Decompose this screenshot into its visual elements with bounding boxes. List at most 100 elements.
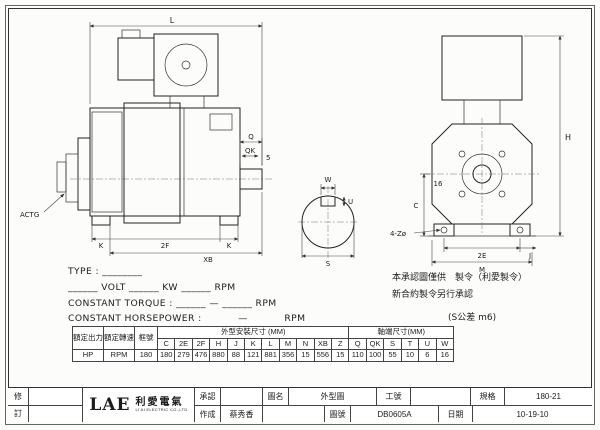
spec-line-type: TYPE : ________	[67, 266, 142, 277]
title-block-fields: 承認 圖名 外型圖 工號 規格 180-21 作成 蔡秀香 圖號 DB0605A…	[194, 388, 592, 422]
spec-label: 規格	[470, 388, 504, 405]
company-name-cn: 利愛電氣	[135, 397, 184, 409]
blower-housing	[153, 33, 219, 97]
drawing-name-value: 外型圖	[288, 388, 376, 405]
dim-value: 10	[400, 349, 420, 362]
revision-entry-bottom	[28, 404, 82, 422]
motor-frame-side	[56, 102, 263, 226]
col-header-output: 額定出力	[72, 325, 104, 351]
col-header-speed: 額定轉速	[103, 325, 135, 351]
approval-notes: 本承認圖僅供 製令（利愛製令） 新合約製令另行承認 (S公差 m6)	[392, 271, 527, 322]
dim-value: 6	[418, 349, 437, 362]
dim-L-label: L	[170, 16, 175, 25]
dim-col-header: Z	[331, 337, 350, 351]
shaft-extension	[239, 168, 263, 190]
dim-C-label: C	[414, 202, 419, 210]
dim-M-label: M	[479, 266, 485, 274]
group-header-outline-dims: 外型安裝尺寸 (MM)	[156, 326, 350, 339]
dim-QK-label: QK	[245, 147, 256, 155]
stator-lamination	[123, 102, 181, 224]
drawing-name-label: 圖名	[262, 388, 288, 405]
dim-col-header: T	[400, 337, 420, 351]
approval-note-2: 新合約製令另行承認	[392, 288, 473, 300]
dim-value: 121	[244, 349, 263, 362]
tachometer-cap	[56, 161, 67, 193]
dim-value: 15	[296, 349, 315, 362]
frame-value-cell: 180	[134, 349, 158, 362]
blower-scroll	[164, 43, 208, 87]
dim-U-label: U	[348, 198, 353, 206]
dim-col-header: J	[226, 337, 246, 351]
blower-motor-cap	[121, 29, 141, 39]
shaft-section-view: W U S	[298, 176, 358, 268]
dim-K-left-label: K	[99, 242, 104, 250]
dim-value: 476	[191, 349, 211, 362]
dim-col-header: 2E	[174, 337, 193, 351]
output-unit-cell: HP	[72, 349, 104, 362]
dim-value: 100	[365, 349, 385, 362]
approval-note-1: 本承認圖僅供 製令（利愛製令）	[392, 271, 527, 283]
spec-value: 180-21	[504, 388, 592, 405]
foot-left	[433, 223, 455, 237]
foot-rear	[219, 215, 239, 226]
mounting-hole-right	[516, 226, 524, 234]
dim-5-label: 5	[266, 154, 270, 162]
shaft-circle	[301, 195, 355, 249]
date-value: 10-19-10	[472, 405, 592, 422]
dim-value: 880	[209, 349, 228, 362]
dim-value: 55	[383, 349, 402, 362]
dim-col-header: Q	[348, 337, 367, 351]
side-view-dimensions: L Q QK 5 K 2F K XB ACTG	[20, 16, 270, 264]
dim-value: 356	[278, 349, 298, 362]
tachometer-body	[65, 153, 79, 203]
dim-XB-label: XB	[203, 256, 213, 264]
foot-right	[509, 223, 531, 237]
dim-value: 15	[331, 349, 350, 362]
made-by-value: 蔡秀香	[220, 405, 262, 422]
spec-line-rating: ______ VOLT ______ KW ______ RPM	[67, 282, 236, 293]
terminal-box	[209, 113, 233, 131]
tolerance-note: (S公差 m6)	[448, 311, 496, 322]
shaft-end	[472, 164, 492, 184]
logo-text: LAE	[89, 395, 131, 415]
dim-H-label: H	[565, 133, 571, 142]
actg-leader	[43, 193, 65, 213]
dim-value: 279	[174, 349, 193, 362]
dim-col-header: S	[383, 337, 402, 351]
dim-col-header: C	[156, 337, 176, 351]
spec-line-horsepower: CONSTANT HORSEPOWER : ______ — ______ RP…	[68, 313, 305, 322]
dim-col-header: K	[244, 337, 263, 351]
dim-S-label: S	[326, 260, 331, 268]
title-block-blank-cell	[262, 405, 324, 422]
mounting-hole-left	[440, 226, 448, 234]
speed-unit-cell: RPM	[103, 349, 135, 362]
foot-front	[91, 215, 111, 226]
hole-callout-label: 4-Zø	[390, 230, 407, 238]
company-name-en: LI AI ELECTRIC CO.,LTD	[135, 407, 188, 413]
revision-label-bottom: 訂	[8, 404, 28, 423]
col-header-frame: 框號	[134, 325, 158, 351]
dim-W-label: W	[325, 176, 332, 184]
dimension-table: 額定出力 額定轉速 框號 外型安裝尺寸 (MM) 軸端尺寸(MM) C 2E 2…	[72, 325, 454, 362]
keyway	[320, 197, 336, 207]
dim-col-header: L	[261, 337, 280, 351]
bolt-hole	[498, 150, 506, 158]
made-by-label: 作成	[194, 405, 220, 422]
dim-2E-label: 2E	[478, 252, 487, 260]
side-view: L Q QK 5 K 2F K XB ACTG	[20, 16, 274, 264]
dim-col-header: QK	[365, 337, 385, 351]
dim-Q-label: Q	[248, 133, 254, 141]
end-bracket	[77, 137, 91, 211]
title-block: 修 訂 LAE 利愛電氣 LI AI ELECTRIC CO.,LTD 承認 圖…	[8, 387, 592, 422]
dim-col-header: W	[435, 337, 454, 351]
approve-value	[220, 388, 262, 405]
dim-value: 881	[261, 349, 280, 362]
cooling-fins	[91, 111, 123, 213]
dim-col-header: M	[278, 337, 298, 351]
dim-col-header: N	[296, 337, 315, 351]
dim-col-header: H	[209, 337, 228, 351]
revision-column: 修 訂	[8, 388, 28, 422]
blower-outlet	[169, 95, 205, 109]
dim-J-label: J	[528, 252, 531, 260]
